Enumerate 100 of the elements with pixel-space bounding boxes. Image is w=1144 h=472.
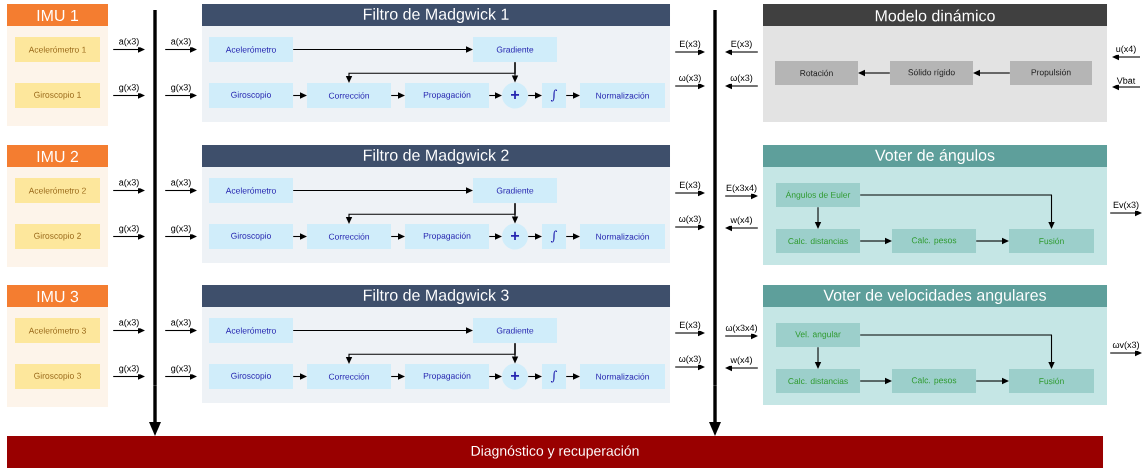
block: Acelerómetro bbox=[209, 178, 293, 203]
edge-label: g(x3) bbox=[117, 82, 141, 94]
arrow bbox=[511, 342, 519, 364]
block: Normalización bbox=[580, 364, 665, 389]
arrow bbox=[527, 373, 542, 380]
block: Giroscopio 3 bbox=[15, 364, 100, 389]
arrow bbox=[725, 82, 759, 90]
block: Acelerómetro 3 bbox=[15, 318, 100, 343]
block: Calc. pesos bbox=[892, 229, 976, 253]
arrow bbox=[488, 92, 502, 99]
edge-label: ω(x3) bbox=[677, 214, 703, 225]
edge-label: ωv(x3) bbox=[1111, 340, 1141, 351]
edge-label: w(x4) bbox=[729, 215, 754, 226]
arrow bbox=[112, 46, 145, 53]
arrow bbox=[164, 233, 197, 240]
edge-label: E(x3) bbox=[678, 39, 702, 50]
block: Vel. angular bbox=[776, 323, 860, 347]
block: Acelerómetro bbox=[209, 318, 293, 343]
arrow bbox=[292, 187, 473, 194]
block: Acelerómetro 2 bbox=[15, 178, 100, 203]
arrow bbox=[1109, 349, 1142, 357]
arrow bbox=[390, 92, 405, 99]
arrow bbox=[565, 92, 580, 99]
block: Gradiente bbox=[473, 178, 557, 203]
block: Acelerómetro 1 bbox=[15, 37, 100, 62]
arrow bbox=[973, 69, 1011, 77]
arrow bbox=[292, 92, 307, 99]
arrow bbox=[149, 385, 161, 436]
block: Calc. distancias bbox=[776, 229, 860, 253]
block: Corrección bbox=[307, 224, 391, 249]
bus-line bbox=[153, 10, 157, 385]
banner-bar: Diagnóstico y recuperación bbox=[7, 436, 1103, 468]
block: Sólido rígido bbox=[890, 61, 973, 85]
block: Giroscopio bbox=[209, 364, 293, 389]
edge-label: Ev(x3) bbox=[1112, 200, 1140, 211]
block: Corrección bbox=[307, 364, 391, 389]
arrow bbox=[674, 363, 705, 371]
arrow bbox=[292, 327, 473, 334]
edge-label: g(x3) bbox=[117, 363, 141, 375]
edge-label: a(x3) bbox=[169, 317, 193, 329]
block: Normalización bbox=[580, 224, 665, 249]
arrow bbox=[292, 233, 307, 240]
arrow bbox=[565, 373, 580, 380]
edge-label: ω(x3) bbox=[677, 354, 703, 365]
arrow bbox=[527, 233, 542, 240]
arrow bbox=[488, 373, 502, 380]
block: Calc. distancias bbox=[776, 369, 860, 393]
block: Corrección bbox=[307, 83, 391, 108]
arrow bbox=[814, 346, 822, 369]
edge-label: ω(x3) bbox=[677, 73, 703, 84]
integrator-block: ∫ bbox=[542, 364, 566, 389]
arrow bbox=[164, 187, 197, 194]
edge-label: ω(x3x4) bbox=[724, 323, 759, 334]
block: Gradiente bbox=[473, 37, 557, 62]
block: Giroscopio 1 bbox=[15, 83, 100, 108]
arrow bbox=[724, 192, 758, 200]
arrow bbox=[709, 385, 721, 436]
block: Giroscopio bbox=[209, 83, 293, 108]
arrow bbox=[565, 233, 580, 240]
arrow bbox=[1112, 53, 1141, 61]
block: Giroscopio 2 bbox=[15, 224, 100, 249]
edge-label: g(x3) bbox=[169, 82, 193, 94]
arrow bbox=[674, 329, 705, 337]
arrow bbox=[725, 364, 759, 372]
arrow bbox=[859, 237, 892, 245]
block: Propagación bbox=[405, 364, 489, 389]
arrow bbox=[390, 373, 405, 380]
edge-label: a(x3) bbox=[117, 36, 141, 48]
arrow bbox=[674, 48, 705, 56]
edge-label: E(x3) bbox=[729, 39, 754, 50]
edge-label: g(x3) bbox=[169, 223, 193, 235]
integrator-block: ∫ bbox=[542, 224, 566, 249]
edge-label: g(x3) bbox=[169, 363, 193, 375]
arrow bbox=[164, 92, 197, 99]
arrow bbox=[674, 189, 705, 197]
edge-label: Vbat bbox=[1115, 76, 1137, 85]
arrow bbox=[112, 187, 145, 194]
edge-label: a(x3) bbox=[117, 177, 141, 189]
block: Fusión bbox=[1009, 369, 1094, 393]
edge-label: a(x3) bbox=[117, 317, 141, 329]
block: Gradiente bbox=[473, 318, 557, 343]
block: Propagación bbox=[405, 224, 489, 249]
arrow bbox=[511, 202, 519, 224]
integrator-block: ∫ bbox=[542, 83, 566, 108]
arrow bbox=[112, 373, 145, 380]
arrow bbox=[112, 92, 145, 99]
edge-label: w(x4) bbox=[729, 355, 754, 366]
edge-label: ω(x3) bbox=[729, 73, 754, 84]
arrow bbox=[859, 194, 1055, 229]
arrow bbox=[488, 233, 502, 240]
arrow bbox=[674, 82, 705, 90]
block: Acelerómetro bbox=[209, 37, 293, 62]
arrow bbox=[858, 69, 891, 77]
arrow bbox=[725, 224, 759, 232]
edge-label: g(x3) bbox=[117, 223, 141, 235]
edge-label: E(x3) bbox=[678, 180, 702, 191]
bus-line bbox=[713, 10, 717, 385]
arrow bbox=[1112, 83, 1141, 91]
arrow bbox=[1109, 209, 1142, 217]
edge-label: a(x3) bbox=[169, 177, 193, 189]
